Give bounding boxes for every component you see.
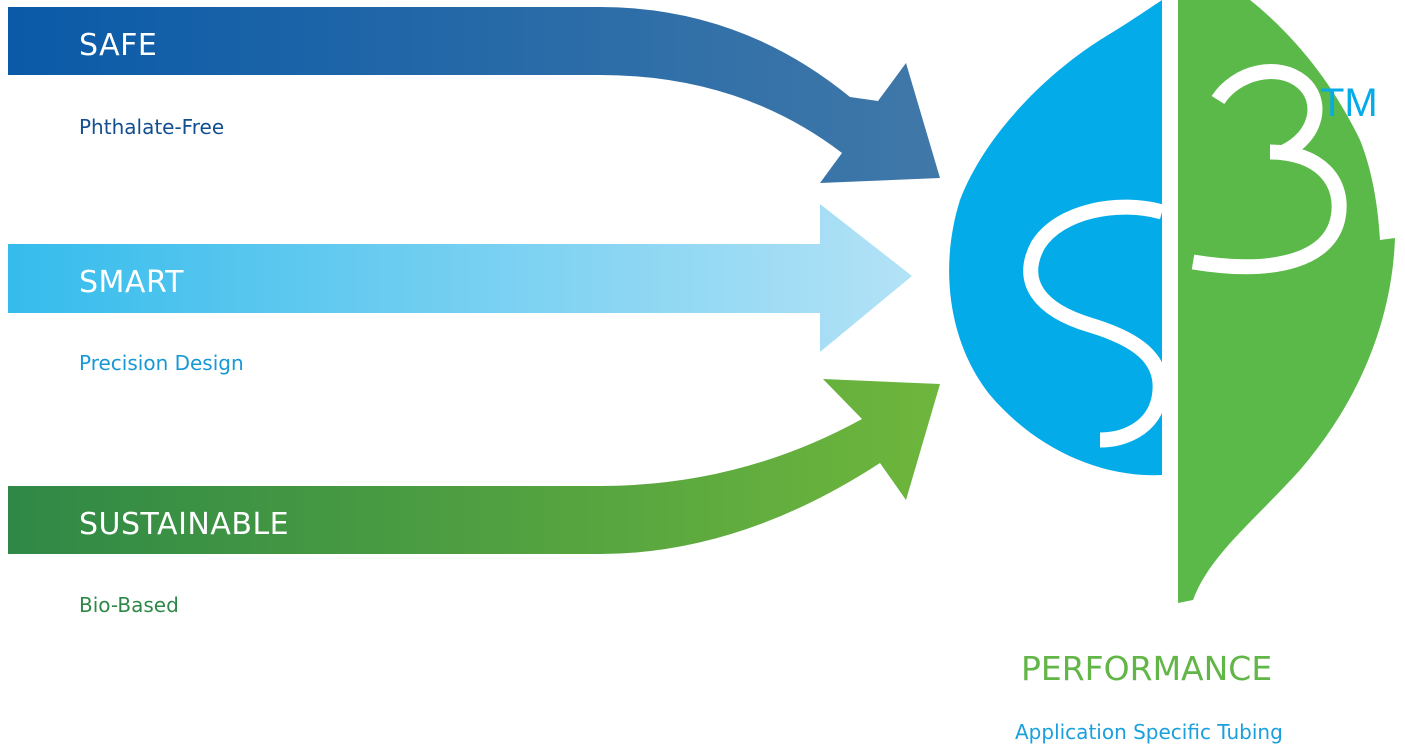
performance-label: PERFORMANCE — [1021, 649, 1273, 688]
leaf-icon — [1178, 0, 1395, 603]
smart-caption: Precision Design — [79, 351, 244, 375]
trademark-mark: TM — [1320, 81, 1378, 125]
safe-caption: Phthalate-Free — [79, 115, 225, 139]
safe-arrow — [8, 7, 940, 183]
sustainable-label: SUSTAINABLE — [79, 507, 290, 542]
performance-caption: Application Specific Tubing — [1015, 720, 1283, 744]
three-letter-icon — [1191, 64, 1347, 275]
safe-label: SAFE — [79, 28, 158, 63]
s-letter-icon — [1023, 199, 1168, 448]
water-drop-icon — [949, 0, 1162, 476]
smart-arrow — [8, 204, 912, 352]
smart-label: SMART — [79, 265, 184, 300]
sustainable-arrow — [8, 379, 940, 554]
sustainable-caption: Bio-Based — [79, 593, 179, 617]
